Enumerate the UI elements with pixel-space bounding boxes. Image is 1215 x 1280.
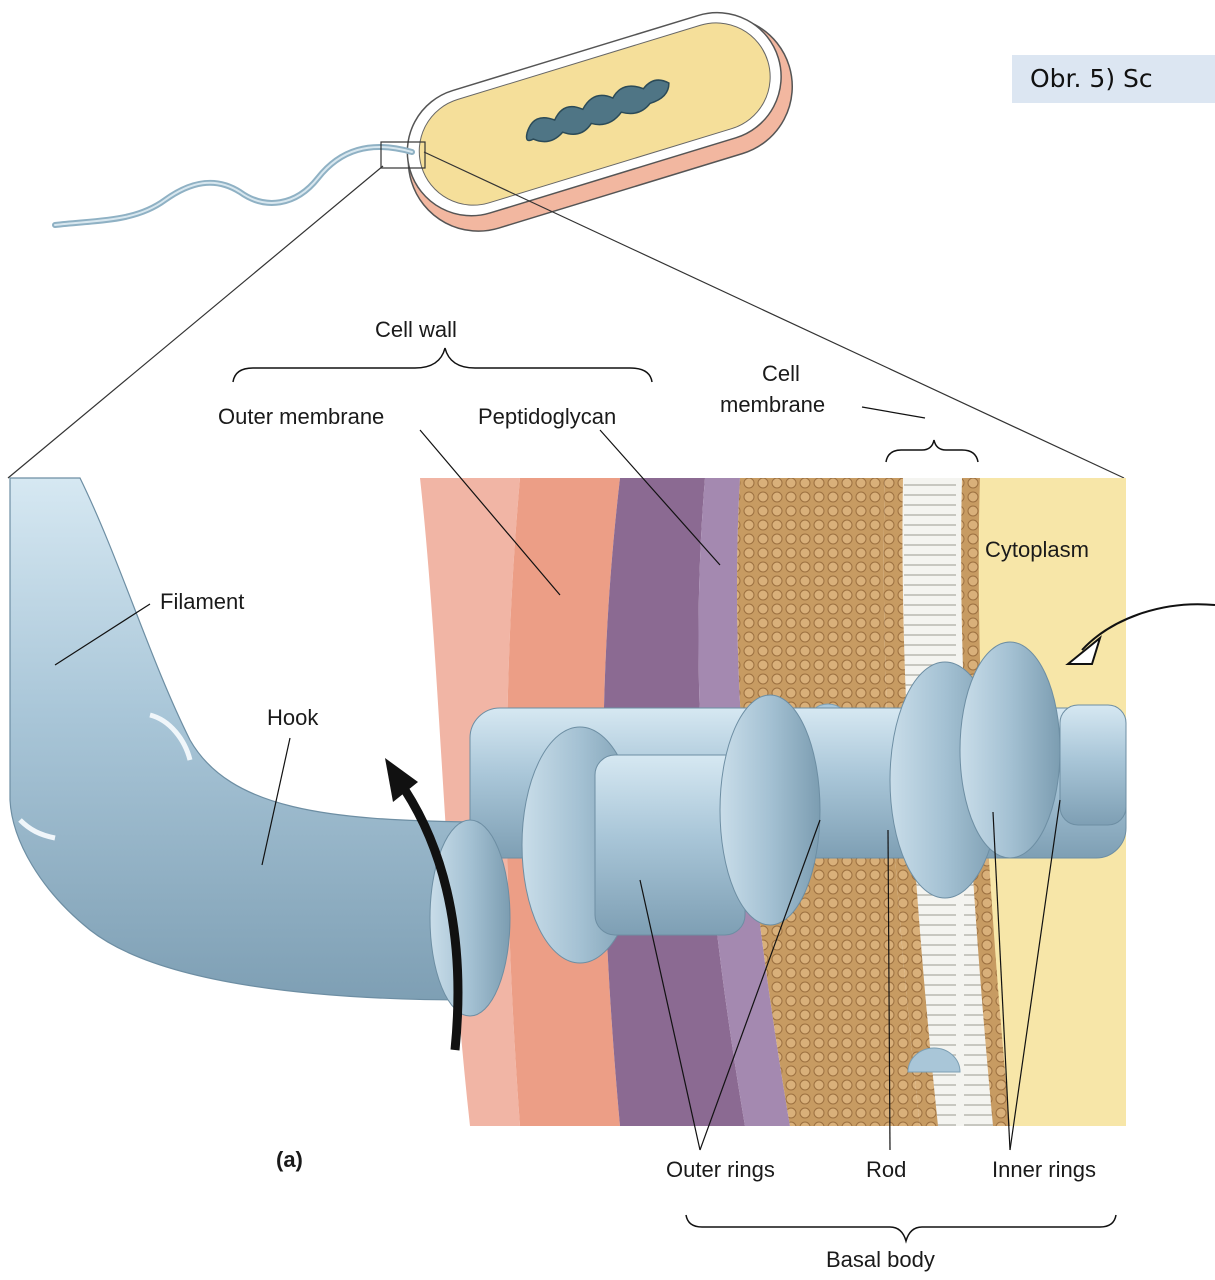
- label-cell-membrane-line1: Cell: [762, 362, 800, 386]
- label-rod: Rod: [866, 1158, 906, 1182]
- caption-box: Obr. 5) Sc: [1012, 55, 1215, 103]
- inner-ring-2: [960, 642, 1060, 858]
- envelope-panel: [10, 478, 1215, 1126]
- zoom-line-left: [8, 166, 383, 478]
- outer-ring-2: [720, 695, 820, 925]
- label-outer-membrane: Outer membrane: [218, 405, 384, 429]
- label-basal-body: Basal body: [826, 1248, 935, 1272]
- label-outer-rings: Outer rings: [666, 1158, 775, 1182]
- label-cytoplasm: Cytoplasm: [985, 538, 1089, 562]
- cell-wall-brace: [233, 348, 652, 382]
- bacterium-cell: [55, 0, 810, 249]
- label-peptidoglycan: Peptidoglycan: [478, 405, 616, 429]
- label-hook: Hook: [267, 706, 318, 730]
- label-cell-membrane-line2: membrane: [720, 393, 825, 417]
- label-filament: Filament: [160, 590, 244, 614]
- basal-body-brace: [686, 1215, 1116, 1241]
- label-inner-rings: Inner rings: [992, 1158, 1096, 1182]
- caption-text: Obr. 5) Sc: [1030, 64, 1153, 93]
- label-cell-wall: Cell wall: [375, 318, 457, 342]
- panel-label: (a): [276, 1148, 303, 1172]
- cell-membrane-brace: [886, 440, 978, 462]
- filament-hook-tube: [10, 478, 470, 1000]
